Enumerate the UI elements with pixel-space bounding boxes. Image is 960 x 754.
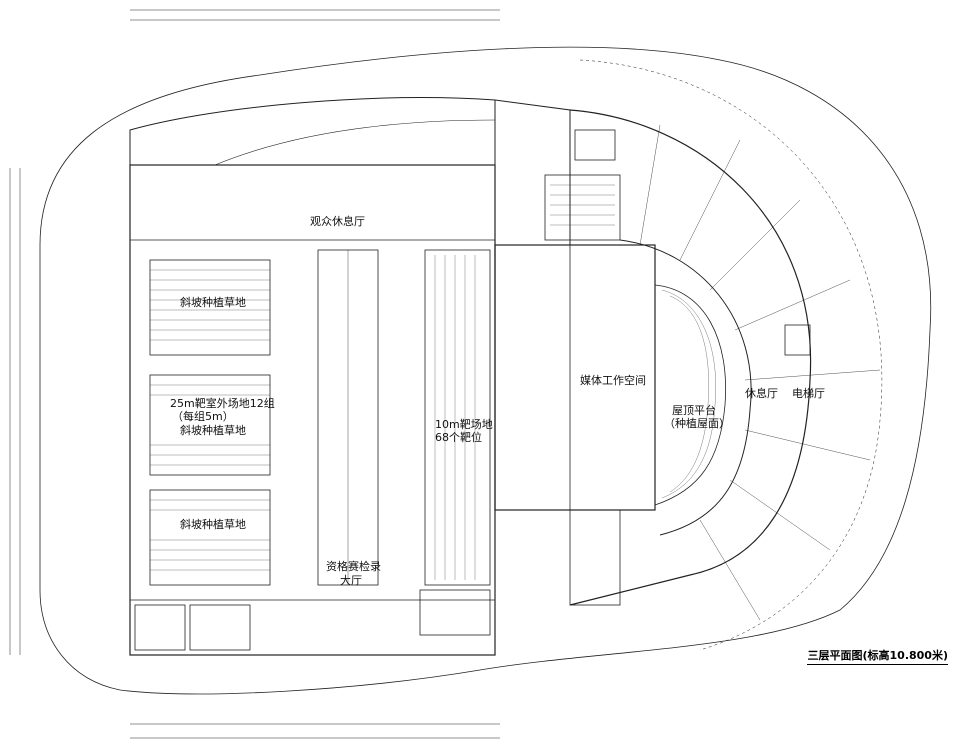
label-outdoor-range-1: 25m靶室外场地12组 bbox=[170, 396, 275, 410]
label-10m-range-2: 68个靶位 bbox=[435, 430, 482, 444]
label-grass-slope-2: 斜坡种植草地 bbox=[180, 423, 246, 437]
label-outdoor-range-2: （每组5m） bbox=[172, 409, 234, 423]
label-grass-slope-3: 斜坡种植草地 bbox=[180, 517, 246, 531]
label-qualification-hall-1: 资格赛检录 bbox=[326, 559, 381, 573]
label-audience-lounge: 观众休息厅 bbox=[310, 214, 365, 228]
label-roof-terrace-2: （种植屋面） bbox=[664, 416, 730, 430]
east-crescent-inner bbox=[619, 239, 752, 536]
label-grass-slope-1: 斜坡种植草地 bbox=[180, 295, 246, 309]
drawing-caption: 三层平面图(标高10.800米) bbox=[807, 647, 948, 665]
site-boundary bbox=[39, 46, 932, 695]
label-rest-hall: 休息厅 bbox=[745, 386, 778, 400]
label-qualification-hall-2: 大厅 bbox=[340, 573, 362, 587]
east-crescent-outer bbox=[569, 109, 812, 606]
label-10m-range-1: 10m靶场地 bbox=[435, 417, 493, 431]
label-roof-terrace-1: 屋顶平台 bbox=[672, 403, 716, 417]
label-media-workspace: 媒体工作空间 bbox=[580, 373, 646, 387]
label-elevator-hall: 电梯厅 bbox=[792, 387, 825, 400]
